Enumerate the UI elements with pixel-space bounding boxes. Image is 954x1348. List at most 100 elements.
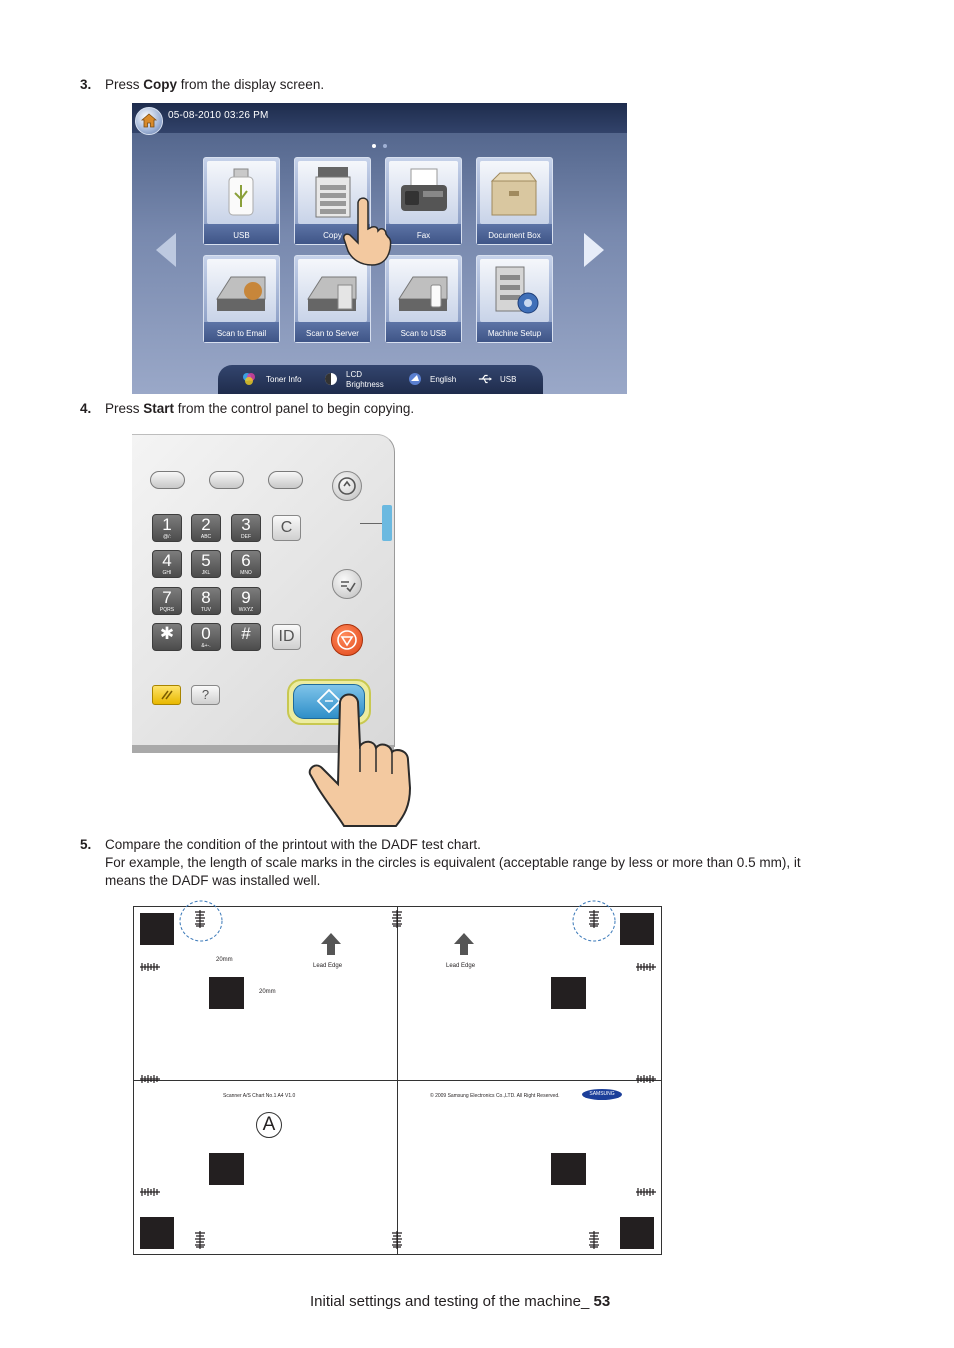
page-dot-active (372, 144, 376, 148)
arrow-left-icon[interactable] (154, 231, 178, 269)
scale-mark (392, 910, 402, 928)
indicator-tab (382, 505, 392, 541)
tile-document-box[interactable]: Document Box (476, 157, 553, 245)
stop-button[interactable] (331, 624, 363, 656)
id-button[interactable]: ID (272, 624, 301, 650)
scan-server-icon (307, 276, 357, 311)
fax-icon (401, 168, 447, 211)
corner-square (620, 913, 654, 945)
scan-email-icon (216, 276, 266, 311)
usb-icon (478, 374, 492, 384)
reference-square (209, 1153, 244, 1185)
lead-edge-label: Lead Edge (446, 963, 476, 969)
scale-mark (140, 1075, 160, 1083)
tile-scan-to-server[interactable]: Scan to Server (294, 255, 371, 343)
home-icon[interactable] (135, 107, 163, 135)
toner-info-button[interactable]: Toner Info (242, 365, 302, 394)
scan-usb-icon (398, 276, 448, 311)
language-button[interactable]: English (408, 365, 456, 394)
stop-icon (337, 630, 357, 650)
tile-scan-to-usb[interactable]: Scan to USB (385, 255, 462, 343)
tile-usb[interactable]: USB (203, 157, 280, 245)
tile-label: Machine Setup (487, 329, 542, 338)
scale-mark (140, 1188, 160, 1196)
usb-stick-icon (228, 168, 254, 216)
interrupt-button[interactable] (332, 569, 362, 599)
keypad-key-star[interactable]: ✱ (152, 623, 182, 651)
step-text: Press Copy from the display screen. (105, 77, 325, 92)
tile-label: USB (233, 231, 250, 240)
scale-mark (589, 910, 599, 928)
dadf-test-chart: 20mm 20mm Lead Edge Lead Edge Scanner A/… (133, 900, 662, 1255)
keypad-key-hash[interactable]: # (231, 623, 261, 651)
step-text: Press Start from the control panel to be… (105, 401, 415, 416)
pointing-hand-icon (343, 197, 392, 266)
corner-square (620, 1217, 654, 1249)
machine-setup-icon (495, 266, 539, 314)
up-arrow-icon (321, 933, 341, 955)
reference-square (551, 1153, 586, 1185)
scale-mark (636, 963, 656, 971)
reference-square (209, 977, 244, 1009)
screen-top-bar (132, 103, 627, 133)
document-box-icon (490, 172, 537, 216)
function-button[interactable] (150, 471, 185, 489)
tile-label: Copy (323, 231, 342, 240)
power-save-icon (338, 477, 356, 495)
scale-mark (589, 1231, 599, 1249)
inspection-circle (179, 900, 223, 942)
power-save-button[interactable] (332, 471, 362, 501)
copier-icon (315, 167, 351, 218)
corner-square (140, 1217, 174, 1249)
pressing-hand-icon (308, 693, 412, 827)
usb-button[interactable]: USB (478, 365, 516, 394)
copyright-text: © 2009 Samsung Electronics Co.,LTD. All … (430, 1093, 560, 1099)
chart-letter: A (256, 1112, 282, 1138)
start-icon (316, 688, 342, 714)
scale-mark (195, 910, 205, 928)
keypad-key-0[interactable]: 0&+-. (191, 623, 221, 651)
chart-name: Scanner A/S Chart No.1 A4 V1.0 (223, 1093, 296, 1099)
step-number: 4. (80, 401, 92, 416)
step-text: Compare the condition of the printout wi… (105, 837, 801, 888)
lead-edge-label: Lead Edge (313, 963, 343, 969)
tile-machine-setup[interactable]: Machine Setup (476, 255, 553, 343)
scale-mark (392, 1231, 402, 1249)
corner-square (140, 913, 174, 945)
page-number: 53 (593, 1293, 611, 1310)
function-button[interactable] (209, 471, 244, 489)
keypad-key-1[interactable]: 1@/: (152, 514, 182, 542)
tile-scan-to-email[interactable]: Scan to Email (203, 255, 280, 343)
scale-label: 20mm (216, 957, 233, 963)
clear-button[interactable]: C (272, 515, 301, 541)
help-button[interactable]: ? (191, 685, 220, 705)
tile-fax[interactable]: Fax (385, 157, 462, 245)
arrow-right-icon[interactable] (582, 231, 606, 269)
scale-mark (636, 1188, 656, 1196)
scale-mark (636, 1075, 656, 1083)
tile-label: Scan to Server (306, 329, 359, 338)
function-button[interactable] (268, 471, 303, 489)
scale-mark (195, 1231, 205, 1249)
step-number: 5. (80, 837, 92, 852)
eco-button[interactable] (152, 685, 181, 705)
up-arrow-icon (454, 933, 474, 955)
page-footer: Initial settings and testing of the mach… (310, 1293, 611, 1310)
step-number: 3. (80, 77, 92, 92)
samsung-logo: SAMSUNG (582, 1089, 622, 1100)
reference-square (551, 977, 586, 1009)
tile-label: Fax (416, 231, 431, 240)
scale-label: 20mm (259, 989, 276, 995)
inspection-circle (572, 900, 616, 942)
screen-bottom-bar: Toner Info LCD Brightness English USB (218, 365, 543, 394)
tile-label: Scan to USB (400, 329, 447, 338)
interrupt-icon (341, 581, 356, 593)
